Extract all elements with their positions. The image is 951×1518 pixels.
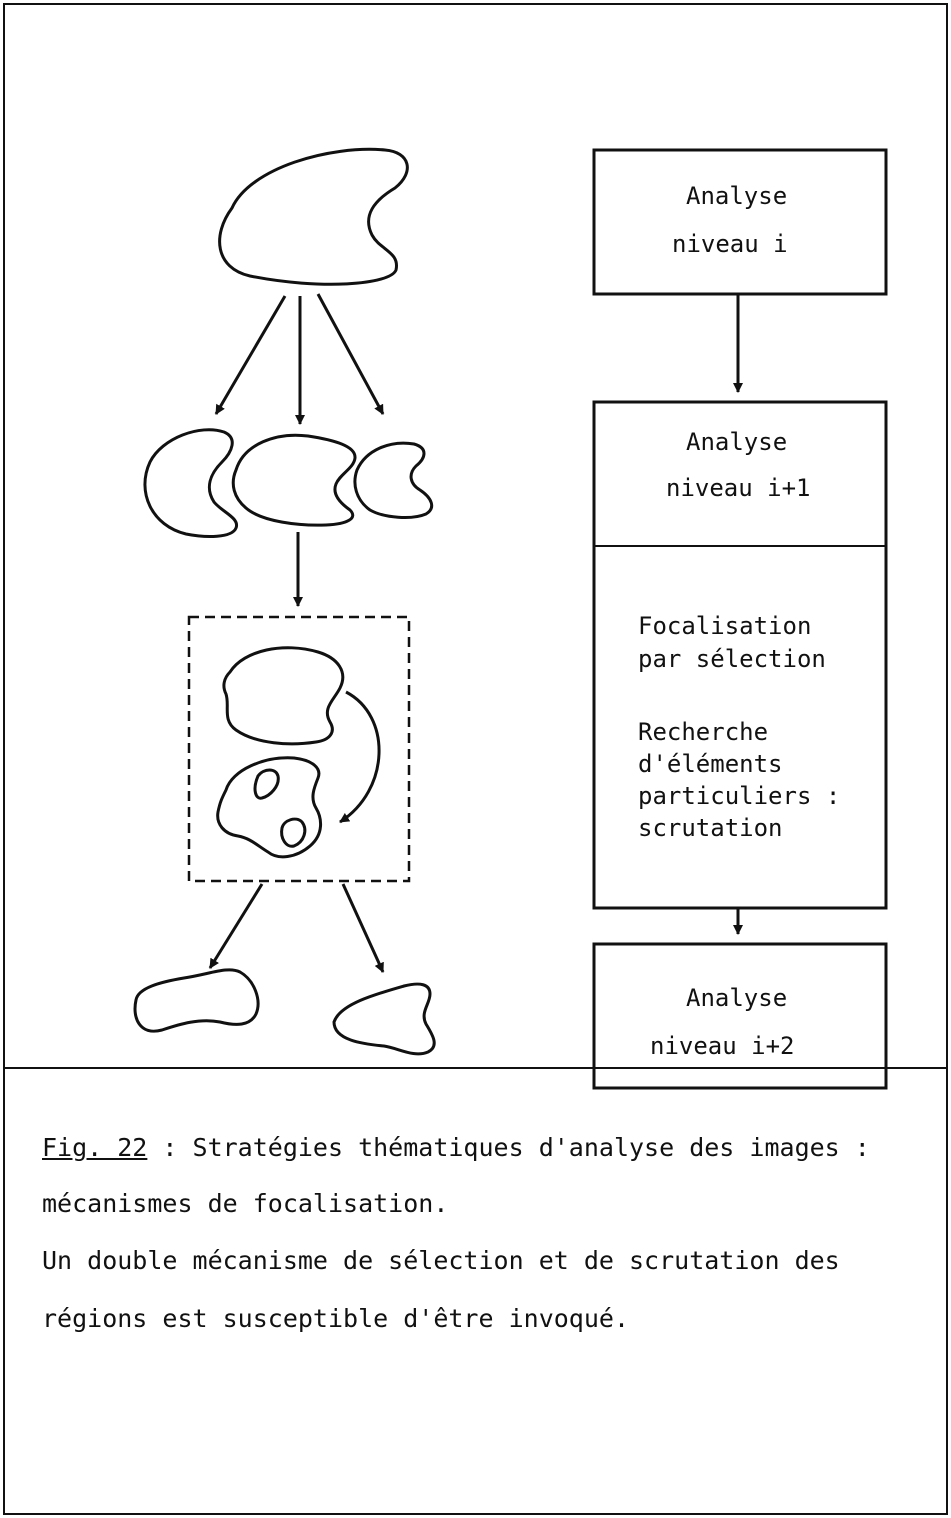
caption-line-4: régions est susceptible d'être invoqué. xyxy=(42,1304,629,1333)
box-level-i1 xyxy=(592,400,888,910)
focus-text-line-6: scrutation xyxy=(638,814,783,842)
box-level-i-subtitle: niveau i xyxy=(672,230,788,258)
split-arrow-right xyxy=(316,293,385,415)
result-blob-left xyxy=(133,968,260,1033)
box-level-i2 xyxy=(592,942,888,1090)
box-level-i1-title: Analyse xyxy=(686,428,788,456)
focus-blob-lower xyxy=(216,756,322,859)
focus-text-line-5: particuliers : xyxy=(638,782,841,810)
result-arrow-right xyxy=(341,883,385,973)
scrutation-arrow xyxy=(339,690,381,824)
split-arrow-left xyxy=(214,295,287,415)
outer-frame xyxy=(3,3,948,1515)
box-level-i-title: Analyse xyxy=(686,182,788,210)
caption-line-1: Fig. 22 : Stratégies thématiques d'analy… xyxy=(42,1135,870,1160)
focus-text-line-4: d'éléments xyxy=(638,750,783,778)
focus-dashed-box xyxy=(187,615,411,883)
detail-hole-lower xyxy=(280,817,307,848)
caption-title: : Stratégies thématiques d'analyse des i… xyxy=(147,1133,870,1162)
subregion-blob-right xyxy=(353,441,434,519)
caption-line-3: Un double mécanisme de sélection et de s… xyxy=(42,1246,840,1275)
top-region-blob xyxy=(218,147,409,286)
detail-hole-upper xyxy=(253,768,280,800)
focus-text-line-1: Focalisation xyxy=(638,612,812,640)
box-level-i1-subtitle: niveau i+1 xyxy=(666,474,811,502)
subregion-blob-center xyxy=(231,433,357,527)
box-level-i2-title: Analyse xyxy=(686,984,788,1012)
box-level-i2-subtitle: niveau i+2 xyxy=(650,1032,795,1060)
figure-label: Fig. 22 xyxy=(42,1133,148,1162)
result-blob-right xyxy=(332,982,436,1056)
focus-blob-upper xyxy=(222,646,345,746)
box-level-i xyxy=(592,148,888,296)
subregion-blob-left xyxy=(143,428,239,538)
caption-line-2: mécanismes de focalisation. xyxy=(42,1189,449,1218)
result-arrow-left xyxy=(208,883,264,969)
focus-text-line-2: par sélection xyxy=(638,645,826,673)
focus-text-line-3: Recherche xyxy=(638,718,769,746)
